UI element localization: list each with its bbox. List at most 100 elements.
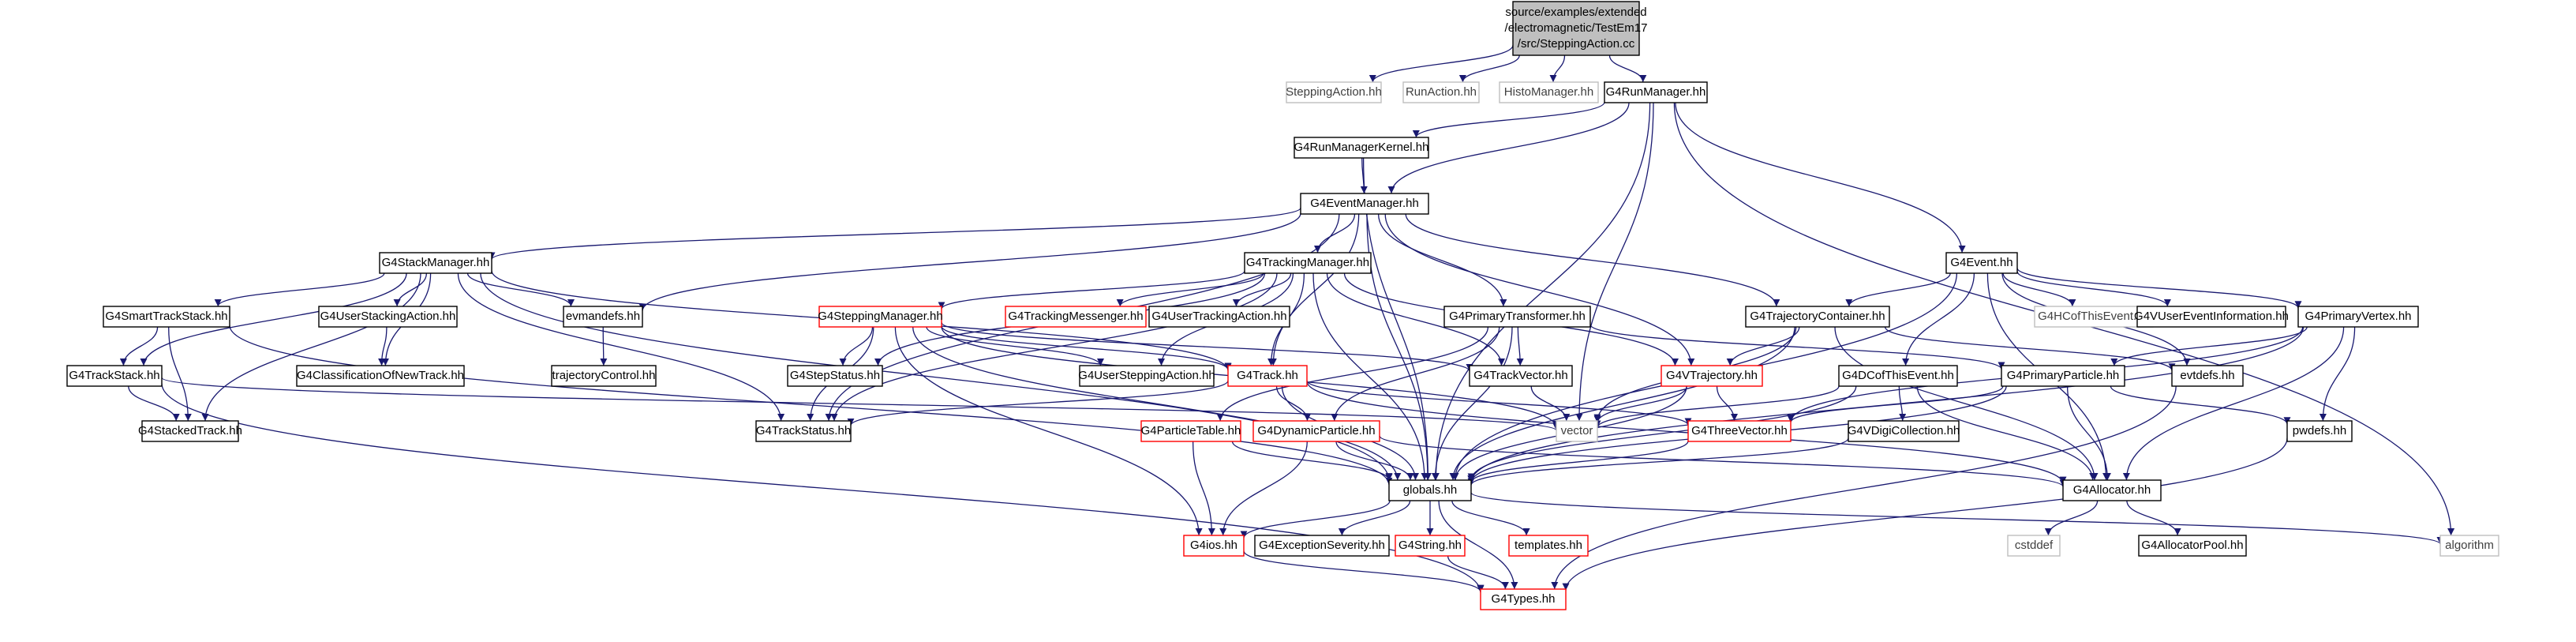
edge-g4primaryvertex-to-pwdefs bbox=[2319, 326, 2356, 422]
node-box-g4trackvector bbox=[1469, 365, 1573, 387]
edge-g4track-to-g4threevector bbox=[1306, 380, 1692, 426]
node-box-evtdefs bbox=[2171, 365, 2244, 387]
node-evmandefs[interactable]: evmandefs.hh bbox=[563, 306, 643, 328]
edge-g4steppingmanager-to-g4track bbox=[941, 325, 1232, 370]
node-stepping_action[interactable]: SteppingAction.hh bbox=[1286, 81, 1382, 103]
node-g4steppingmanager[interactable]: G4SteppingManager.hh bbox=[818, 306, 943, 328]
node-box-g4trackingmessenger bbox=[1005, 306, 1147, 328]
edge-g4stackmanager-to-evmandefs bbox=[466, 272, 575, 307]
node-g4stackmanager[interactable]: G4StackManager.hh bbox=[379, 252, 492, 274]
edge-globals-to-g4ios bbox=[1240, 500, 1391, 539]
node-label-g4vdigicollection: G4VDigiCollection.hh bbox=[1848, 424, 1960, 437]
edge-g4trackingmanager-to-g4trackstatus bbox=[830, 272, 1278, 422]
edge-g4trackstack-to-g4stackedtrack bbox=[128, 385, 180, 422]
node-g4primaryparticle[interactable]: G4PrimaryParticle.hh bbox=[2001, 365, 2125, 387]
node-histo_manager[interactable]: HistoManager.hh bbox=[1499, 81, 1599, 103]
edge-g4eventmanager-to-g4track bbox=[1269, 213, 1360, 366]
node-label-g4exceptionseverity: G4ExceptionSeverity.hh bbox=[1259, 539, 1385, 552]
edge-g4trackingmanager-to-g4usertrackingaction bbox=[1232, 272, 1292, 307]
node-g4runmanager[interactable]: G4RunManager.hh bbox=[1604, 81, 1708, 103]
node-g4track[interactable]: G4Track.hh bbox=[1227, 365, 1308, 387]
node-label-g4allocatorpool: G4AllocatorPool.hh bbox=[2141, 539, 2243, 552]
edge-g4dynamicparticle-to-g4allocator bbox=[1379, 435, 2067, 487]
edge-g4runmanager-to-g4runmanagerkernel bbox=[1412, 101, 1605, 138]
node-g4eventmanager[interactable]: G4EventManager.hh bbox=[1300, 193, 1429, 215]
node-g4allocatorpool[interactable]: G4AllocatorPool.hh bbox=[2138, 535, 2247, 557]
node-box-g4primarytransformer bbox=[1443, 306, 1591, 328]
node-g4userstackingaction[interactable]: G4UserStackingAction.hh bbox=[318, 306, 458, 328]
node-g4dynamicparticle[interactable]: G4DynamicParticle.hh bbox=[1252, 420, 1380, 442]
node-box-g4eventmanager bbox=[1300, 193, 1429, 215]
node-vector[interactable]: vector bbox=[1556, 420, 1598, 442]
edge-g4trackingmanager-to-globals bbox=[1312, 272, 1428, 481]
edge-g4event-to-g4trajectorycontainer bbox=[1845, 272, 1951, 307]
node-g4trackingmanager[interactable]: G4TrackingManager.hh bbox=[1244, 252, 1372, 274]
edge-root-to-stepping_action bbox=[1368, 44, 1514, 83]
edge-g4trackingmanager-to-g4steppingmanager bbox=[938, 270, 1245, 310]
node-g4usertrackingaction[interactable]: G4UserTrackingAction.hh bbox=[1148, 306, 1290, 328]
node-g4types[interactable]: G4Types.hh bbox=[1480, 588, 1567, 610]
node-g4stackedtrack[interactable]: G4StackedTrack.hh bbox=[138, 420, 242, 442]
edge-g4stackmanager-to-g4smarttrackstack bbox=[214, 272, 385, 307]
node-label-g4primaryparticle: G4PrimaryParticle.hh bbox=[2007, 369, 2120, 382]
node-g4trackstack[interactable]: G4TrackStack.hh bbox=[66, 365, 163, 387]
node-label-globals: globals.hh bbox=[1403, 483, 1457, 497]
node-evtdefs[interactable]: evtdefs.hh bbox=[2171, 365, 2244, 387]
edge-g4primaryvertex-to-g4primaryparticle bbox=[2110, 326, 2308, 366]
edge-g4stackmanager-to-g4trackstack bbox=[140, 272, 407, 366]
edge-g4smarttrackstack-to-g4trackstack bbox=[119, 326, 159, 366]
node-g4usersteppingaction[interactable]: G4UserSteppingAction.hh bbox=[1078, 365, 1215, 387]
node-g4smarttrackstack[interactable]: G4SmartTrackStack.hh bbox=[103, 306, 230, 328]
edge-g4eventmanager-to-g4stackmanager bbox=[488, 207, 1301, 261]
node-pwdefs[interactable]: pwdefs.hh bbox=[2286, 420, 2353, 442]
node-algorithm[interactable]: algorithm bbox=[2439, 535, 2499, 557]
node-label-g4trackstack: G4TrackStack.hh bbox=[69, 369, 159, 382]
node-g4stepstatus[interactable]: G4StepStatus.hh bbox=[787, 365, 883, 387]
edge-root-to-g4runmanager bbox=[1608, 54, 1647, 83]
node-g4ios[interactable]: G4ios.hh bbox=[1183, 535, 1245, 557]
node-label-g4dcofthisevent: G4DCofThisEvent.hh bbox=[1842, 369, 1954, 382]
node-box-g4allocatorpool bbox=[2138, 535, 2247, 557]
edge-g4dynamicparticle-to-globals bbox=[1335, 441, 1414, 481]
edge-g4primarytransformer-to-g4primaryparticle bbox=[1589, 324, 2005, 370]
node-g4usereventinformation[interactable]: G4VUserEventInformation.hh bbox=[2134, 306, 2289, 328]
edge-g4event-to-g4primaryvertex bbox=[2016, 268, 2302, 309]
edge-g4trackstack-to-g4types bbox=[161, 383, 1485, 593]
edge-globals-to-algorithm bbox=[1470, 492, 2444, 545]
node-trajectorycontrol[interactable]: trajectoryControl.hh bbox=[551, 365, 657, 387]
edge-g4trajectorycontainer-to-evtdefs bbox=[1884, 326, 2176, 371]
node-g4hcofthisevent[interactable]: G4HCofThisEvent.hh bbox=[2034, 306, 2154, 328]
node-g4runmanagerkernel[interactable]: G4RunManagerKernel.hh bbox=[1294, 137, 1429, 159]
node-label-g4stackmanager: G4StackManager.hh bbox=[382, 256, 490, 269]
node-g4vdigicollection[interactable]: G4VDigiCollection.hh bbox=[1848, 420, 1960, 442]
node-cstddef[interactable]: cstddef bbox=[2007, 535, 2061, 557]
edge-g4trajectorycontainer-to-g4allocator bbox=[1834, 326, 2099, 481]
node-g4event[interactable]: G4Event.hh bbox=[1945, 252, 2018, 274]
node-g4primaryvertex[interactable]: G4PrimaryVertex.hh bbox=[2297, 306, 2419, 328]
node-g4primarytransformer[interactable]: G4PrimaryTransformer.hh bbox=[1443, 306, 1591, 328]
node-g4threevector[interactable]: G4ThreeVector.hh bbox=[1687, 420, 1792, 442]
node-g4trackstatus[interactable]: G4TrackStatus.hh bbox=[755, 420, 852, 442]
node-g4trajectorycontainer[interactable]: G4TrajectoryContainer.hh bbox=[1745, 306, 1890, 328]
node-templates[interactable]: templates.hh bbox=[1508, 535, 1589, 557]
node-box-cstddef bbox=[2007, 535, 2061, 557]
node-label-g4classificationofnewtrack: G4ClassificationOfNewTrack.hh bbox=[297, 369, 464, 382]
node-label-evmandefs: evmandefs.hh bbox=[566, 310, 640, 323]
node-label-g4trajectorycontainer: G4TrajectoryContainer.hh bbox=[1750, 310, 1885, 323]
node-g4exceptionseverity[interactable]: G4ExceptionSeverity.hh bbox=[1254, 535, 1390, 557]
node-label-g4trackstatus: G4TrackStatus.hh bbox=[756, 424, 851, 437]
node-root[interactable]: source/examples/extended/electromagnetic… bbox=[1505, 1, 1648, 56]
node-g4classificationofnewtrack[interactable]: G4ClassificationOfNewTrack.hh bbox=[296, 365, 465, 387]
node-g4dcofthisevent[interactable]: G4DCofThisEvent.hh bbox=[1838, 365, 1958, 387]
node-g4string[interactable]: G4String.hh bbox=[1395, 535, 1466, 557]
edge-g4dcofthisevent-to-globals bbox=[1467, 385, 1857, 481]
edge-g4event-to-g4usereventinformation bbox=[2016, 271, 2171, 307]
node-g4particletable[interactable]: G4ParticleTable.hh bbox=[1140, 420, 1241, 442]
node-g4trackingmessenger[interactable]: G4TrackingMessenger.hh bbox=[1005, 306, 1147, 328]
node-g4trackvector[interactable]: G4TrackVector.hh bbox=[1469, 365, 1573, 387]
node-run_action[interactable]: RunAction.hh bbox=[1402, 81, 1480, 103]
node-g4vtrajectory[interactable]: G4VTrajectory.hh bbox=[1661, 365, 1763, 387]
node-globals[interactable]: globals.hh bbox=[1388, 479, 1472, 501]
node-g4allocator[interactable]: G4Allocator.hh bbox=[2062, 479, 2162, 501]
node-label-g4smarttrackstack: G4SmartTrackStack.hh bbox=[105, 310, 227, 323]
